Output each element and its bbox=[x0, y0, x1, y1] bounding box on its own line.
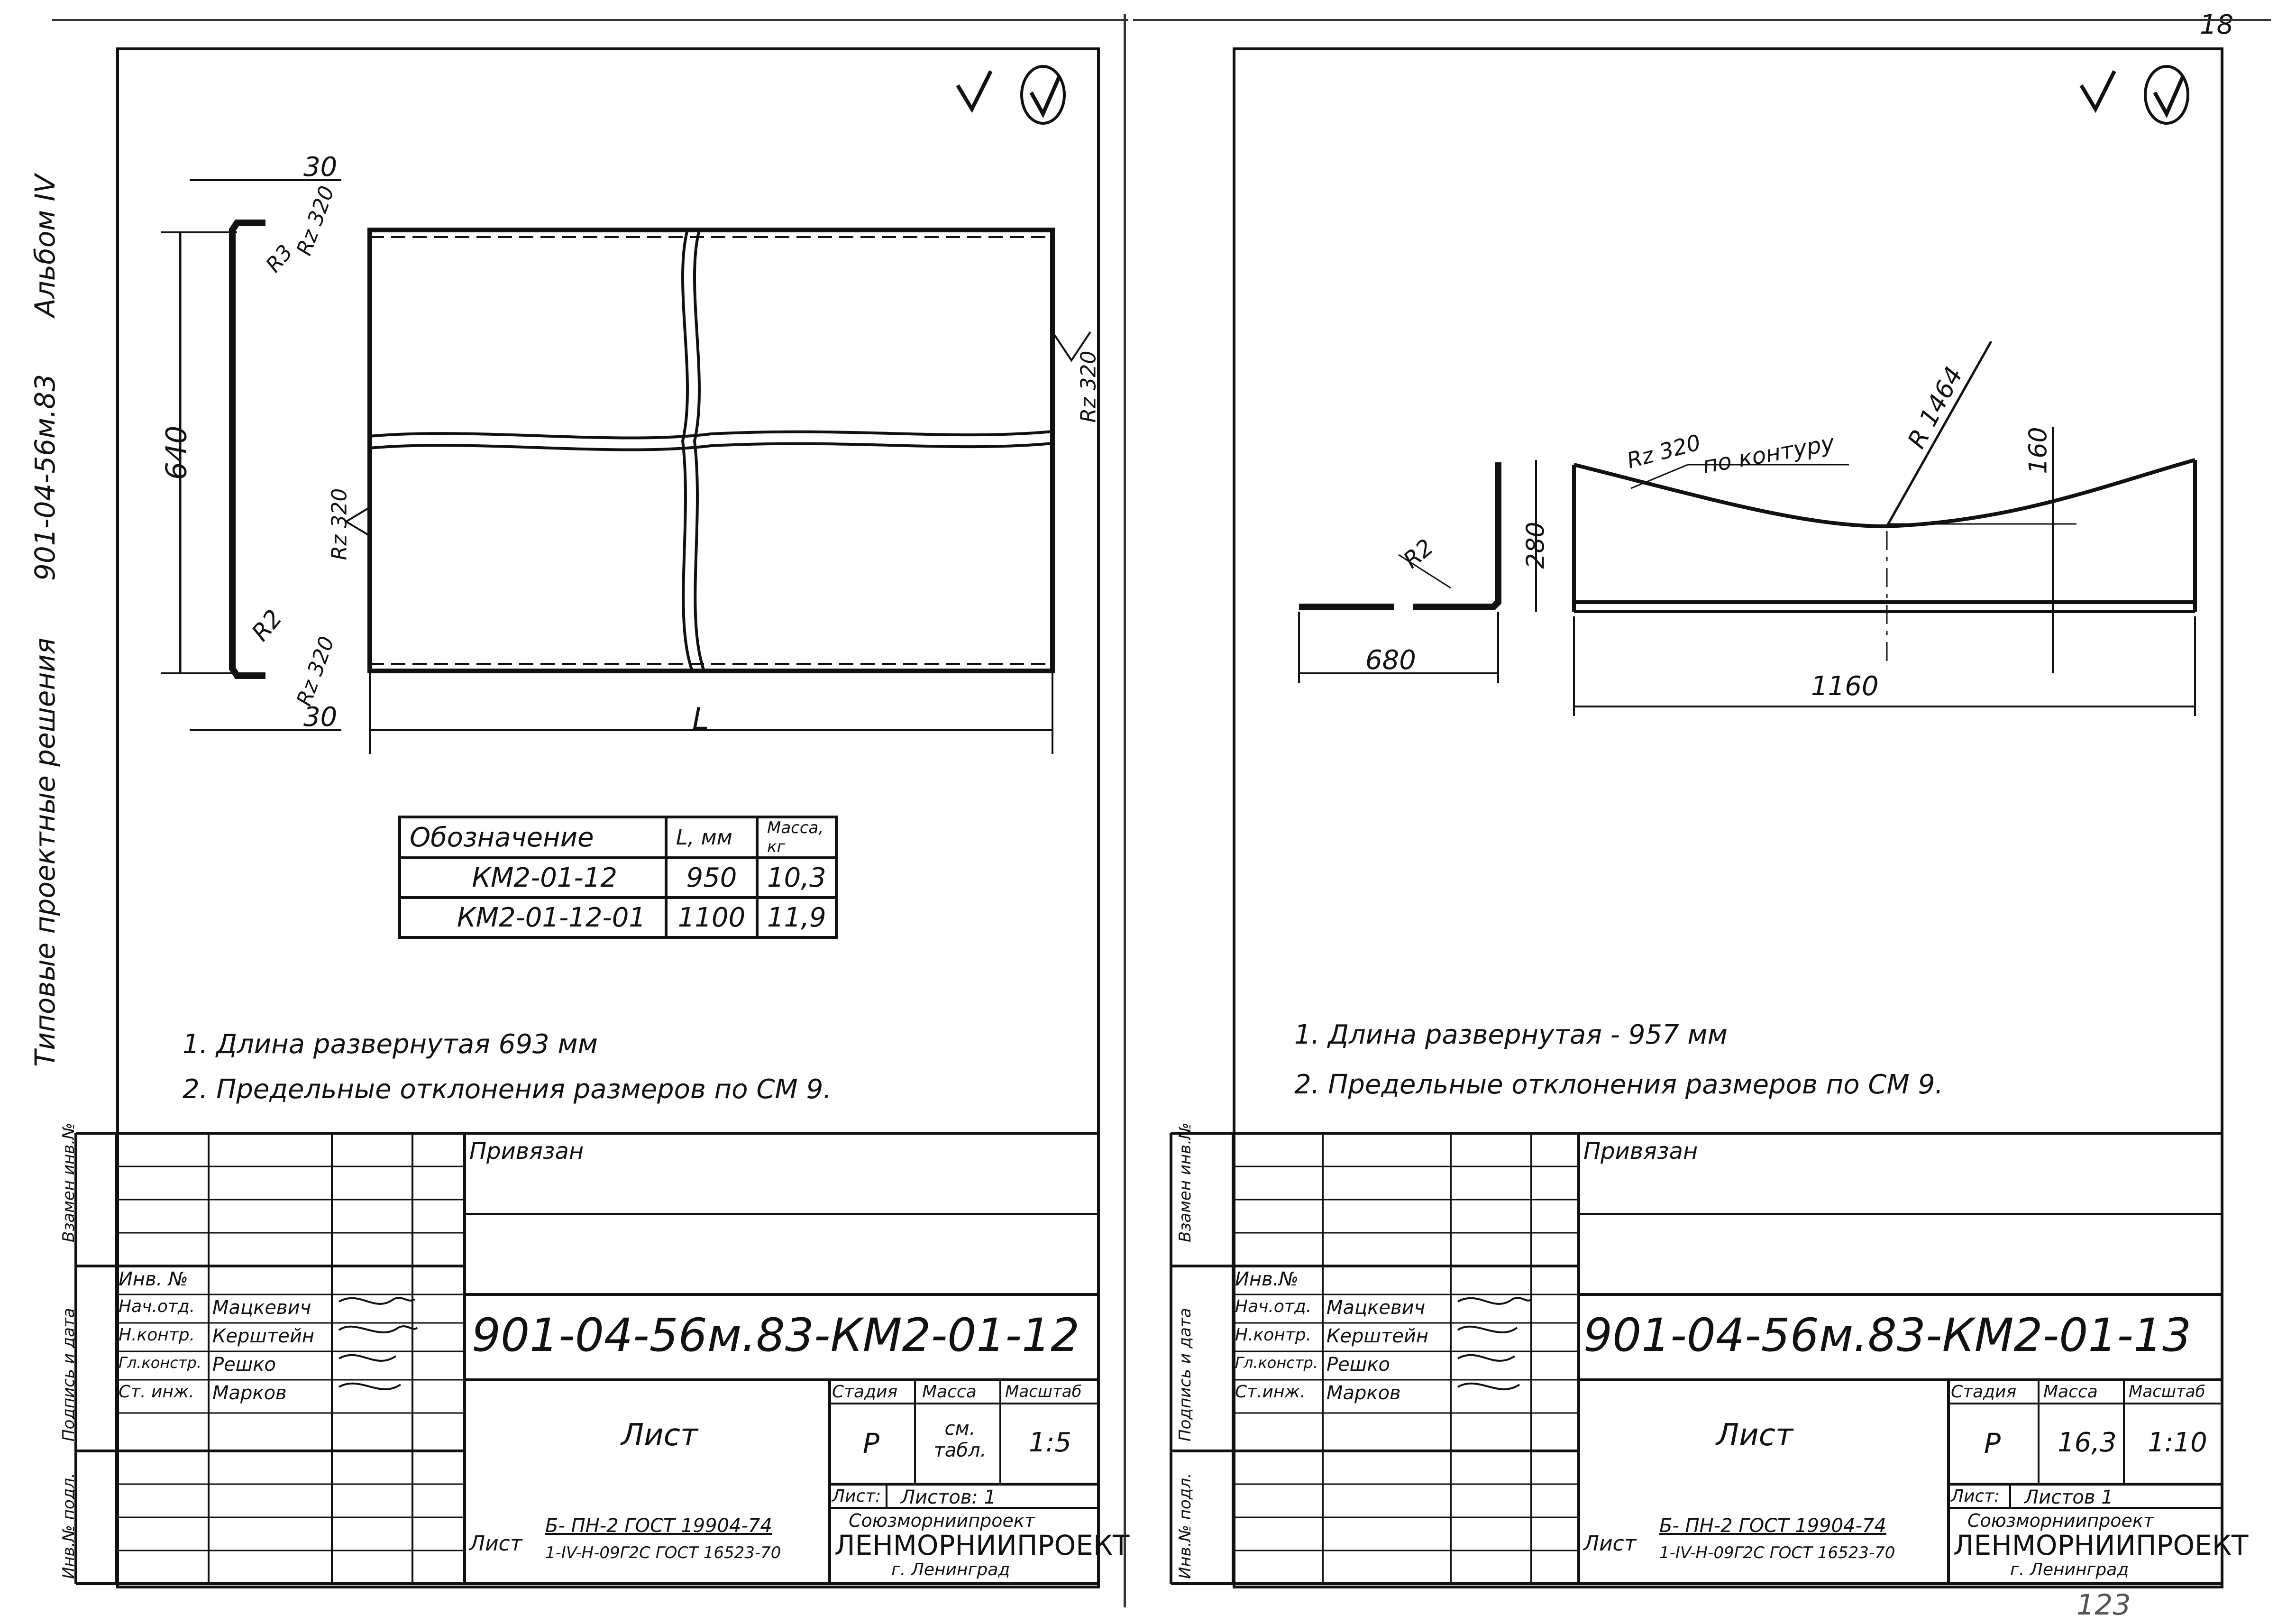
left-sheet-frame bbox=[116, 47, 1100, 1588]
tb-stage-h: Стадия bbox=[832, 1382, 898, 1402]
tb-scale: 1:10 bbox=[2148, 1427, 2207, 1458]
tb-material-1: Б- ПН-2 ГОСТ 19904-74 bbox=[1659, 1515, 1886, 1537]
tb-stage-h: Стадия bbox=[1951, 1382, 2017, 1402]
tb-org-3: г. Ленинград bbox=[891, 1560, 1010, 1579]
tb-code: 901-04-56м.83-КМ2-01-13 bbox=[1583, 1309, 2192, 1362]
spec-cell: 950 bbox=[665, 856, 759, 899]
tb-name: Керштейн bbox=[1326, 1325, 1429, 1347]
tb-code: 901-04-56м.83-КМ2-01-12 bbox=[472, 1309, 1080, 1362]
tb-role: Н.контр. bbox=[119, 1325, 195, 1345]
tb-material-prefix: Лист bbox=[1583, 1532, 1637, 1556]
spec-header-row: Обозначение L, мм Масса, кг bbox=[398, 816, 838, 859]
tb-mass-h: Масса bbox=[922, 1382, 977, 1402]
tb-org-2: ЛЕНМОРНИИПРОЕКТ bbox=[834, 1529, 1130, 1561]
tb-org-1: Союзморниипроект bbox=[1967, 1510, 2154, 1531]
tb-inv-no: Инв. № bbox=[119, 1268, 188, 1290]
note-2: 2. Предельные отклонения размеров по СМ … bbox=[183, 1074, 832, 1105]
note-1: 1. Длина развернутая 693 мм bbox=[183, 1029, 598, 1060]
tb-side-label: Взамен инв.№ bbox=[1176, 1122, 1195, 1242]
spec-cell: КМ2-01-12 bbox=[398, 856, 668, 899]
tb-scale-h: Масштаб bbox=[2129, 1382, 2205, 1401]
tb-sheets: Листов 1 bbox=[2024, 1486, 2113, 1508]
tb-name: Решко bbox=[212, 1354, 276, 1376]
note-1: 1. Длина развернутая - 957 мм bbox=[1294, 1019, 1728, 1050]
tb-org-2: ЛЕНМОРНИИПРОЕКТ bbox=[1953, 1529, 2249, 1561]
tb-name: Мацкевич bbox=[1326, 1297, 1426, 1319]
spec-cell: 11,9 bbox=[756, 896, 838, 939]
spec-cell: 10,3 bbox=[756, 856, 838, 899]
tb-role: Ст. инж. bbox=[119, 1382, 194, 1402]
top-edge-line bbox=[52, 19, 1128, 21]
tb-material-prefix: Лист bbox=[469, 1532, 522, 1556]
sheet-divider bbox=[1124, 14, 1126, 1607]
tb-org-1: Союзморниипроект bbox=[849, 1510, 1035, 1531]
tb-stage: Р bbox=[1984, 1427, 2001, 1459]
top-edge-line-right bbox=[1133, 19, 2271, 21]
spec-table: Обозначение L, мм Масса, кг КМ2-01-12 95… bbox=[398, 816, 838, 939]
dim-length-l: L bbox=[692, 702, 709, 737]
tb-org-3: г. Ленинград bbox=[2010, 1560, 2129, 1579]
tb-sheet: Лист: bbox=[832, 1486, 881, 1506]
tb-stage: Р bbox=[863, 1427, 879, 1459]
tb-privyazan: Привязан bbox=[1583, 1138, 1698, 1165]
spec-cell: КМ2-01-12-01 bbox=[398, 896, 668, 939]
tb-privyazan: Привязан bbox=[469, 1138, 584, 1165]
tb-doc-name: Лист bbox=[621, 1418, 698, 1453]
tb-inv-no: Инв.№ bbox=[1235, 1268, 1299, 1290]
tb-role: Гл.констр. bbox=[1235, 1354, 1318, 1372]
tb-scale-h: Масштаб bbox=[1005, 1382, 1082, 1401]
note-2: 2. Предельные отклонения размеров по СМ … bbox=[1294, 1069, 1943, 1100]
tb-material-2: 1-IV-Н-09Г2С ГОСТ 16523-70 bbox=[545, 1543, 781, 1562]
dim-bottom-30: 30 bbox=[303, 702, 338, 733]
tb-role: Нач.отд. bbox=[1235, 1297, 1312, 1316]
tb-scale: 1:5 bbox=[1029, 1427, 1072, 1458]
spec-cell: 1100 bbox=[665, 896, 759, 939]
dim-w1160: 1160 bbox=[1811, 671, 1879, 702]
tb-sheet: Лист: bbox=[1951, 1486, 2000, 1506]
tb-name: Мацкевич bbox=[212, 1297, 311, 1319]
tb-name: Марков bbox=[212, 1382, 287, 1404]
tb-role: Ст.инж. bbox=[1235, 1382, 1306, 1402]
right-sheet-frame bbox=[1233, 47, 2223, 1588]
spec-row: КМ2-01-12 950 10,3 bbox=[398, 856, 838, 899]
dim-top-30: 30 bbox=[303, 152, 338, 183]
tb-side-label: Подпись и дата bbox=[1176, 1308, 1195, 1441]
spec-row: КМ2-01-12-01 1100 11,9 bbox=[398, 896, 838, 939]
tb-mass: см. табл. bbox=[933, 1418, 987, 1461]
dim-w680: 680 bbox=[1365, 645, 1416, 676]
left-drawing bbox=[161, 65, 1091, 754]
tb-role: Гл.констр. bbox=[119, 1354, 201, 1372]
tb-sheets: Листов: 1 bbox=[901, 1486, 997, 1508]
left-title-block-grid bbox=[74, 1132, 1100, 1585]
right-drawing bbox=[1298, 65, 2197, 716]
spec-header: Обозначение bbox=[398, 816, 668, 859]
tb-material-1: Б- ПН-2 ГОСТ 19904-74 bbox=[545, 1515, 772, 1537]
tb-name: Керштейн bbox=[212, 1325, 315, 1347]
tb-mass-h: Масса bbox=[2043, 1382, 2098, 1402]
page-number: 18 bbox=[2200, 9, 2234, 40]
tb-role: Нач.отд. bbox=[119, 1297, 195, 1316]
tb-side-label: Инв.№ подл. bbox=[1176, 1473, 1195, 1579]
tb-name: Решко bbox=[1326, 1354, 1390, 1376]
spec-header: Масса, кг bbox=[756, 816, 838, 859]
tb-name: Марков bbox=[1326, 1382, 1401, 1404]
stamp-number: 123 bbox=[2076, 1588, 2131, 1622]
tb-mass: 16,3 bbox=[2058, 1427, 2117, 1458]
spec-header: L, мм bbox=[665, 816, 759, 859]
tb-material-2: 1-IV-Н-09Г2С ГОСТ 16523-70 bbox=[1659, 1543, 1895, 1562]
tb-role: Н.контр. bbox=[1235, 1325, 1312, 1345]
tb-doc-name: Лист bbox=[1716, 1418, 1793, 1453]
